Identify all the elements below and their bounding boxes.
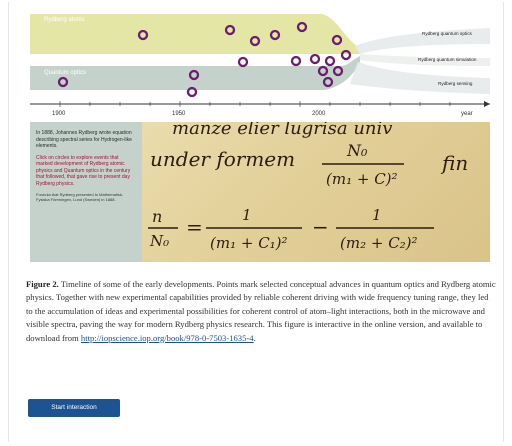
- info-panel: In 1888, Johannes Rydberg wrote equation…: [30, 122, 490, 262]
- rydberg-manuscript-image: manze elier lugrisa univ under formem N₀…: [142, 122, 490, 262]
- start-interaction-button[interactable]: Start interaction: [28, 399, 120, 417]
- instructions-text: Click on circles to explore events that …: [36, 154, 131, 187]
- event-circle[interactable]: [137, 29, 149, 41]
- manuscript-line-2-end: fin: [440, 151, 468, 175]
- frac1-numerator: N₀: [346, 141, 368, 160]
- event-circle[interactable]: [237, 56, 249, 68]
- handwritten-formula: manze elier lugrisa univ under formem N₀…: [148, 122, 468, 252]
- caption-text: Timeline of some of the early developmen…: [26, 279, 496, 343]
- rydberg-sensing-branch: [350, 62, 490, 94]
- rydberg-atoms-band: [30, 14, 360, 54]
- event-circle[interactable]: [296, 21, 308, 33]
- event-circle[interactable]: [269, 29, 281, 41]
- figure-caption: Figure 2. Timeline of some of the early …: [26, 278, 496, 345]
- frac1-denominator: (m₁ + C)²: [326, 170, 398, 188]
- event-circle[interactable]: [249, 35, 261, 47]
- timeline-graphic: Rydberg atoms Quantum optics Rydberg qua…: [30, 14, 490, 117]
- rhs1-denominator: (m₁ + C₁)²: [210, 234, 288, 252]
- formula-credit: Formula that Rydberg presented to Mathem…: [36, 192, 124, 202]
- branch-label-rydberg-sensing: Rydberg sensing: [438, 81, 473, 86]
- manuscript-line-2: under formem: [150, 147, 295, 171]
- event-circle[interactable]: [332, 65, 344, 77]
- rydberg-simulation-branch: [360, 54, 490, 66]
- event-circle[interactable]: [317, 65, 329, 77]
- intro-text: In 1888, Johannes Rydberg wrote equation…: [36, 130, 132, 149]
- quantum-optics-band: [30, 56, 360, 90]
- event-circles[interactable]: [57, 21, 352, 98]
- branch-label-rydberg-quantum-simulation: Rydberg quantum simulation: [418, 57, 477, 62]
- event-circle[interactable]: [188, 69, 200, 81]
- figure-frame: [8, 2, 504, 442]
- event-circle[interactable]: [309, 53, 321, 65]
- rhs2-numerator: 1: [372, 206, 382, 224]
- figure-label: Figure 2.: [26, 279, 59, 289]
- rydberg-quantum-optics-branch: [355, 28, 490, 54]
- axis-tick-2000: 2000: [312, 111, 326, 117]
- event-circle[interactable]: [290, 55, 302, 67]
- minus-sign: −: [312, 215, 329, 239]
- event-circle[interactable]: [224, 24, 236, 36]
- event-circle[interactable]: [57, 76, 69, 88]
- event-circle[interactable]: [340, 49, 352, 61]
- info-text: In 1888, Johannes Rydberg wrote equation…: [36, 130, 136, 207]
- download-link[interactable]: http://iopscience.iop.org/book/978-0-750…: [80, 332, 254, 343]
- axis-end-label: year: [461, 111, 473, 117]
- axis-tick-1950: 1950: [172, 111, 186, 117]
- lhs-numerator: n: [152, 207, 162, 226]
- rhs2-denominator: (m₂ + C₂)²: [340, 234, 418, 252]
- quantum-optics-label: Quantum optics: [44, 70, 86, 76]
- lhs-denominator: N₀: [149, 232, 169, 250]
- caption-end: .: [253, 332, 256, 343]
- axis-arrow-icon: [484, 101, 490, 107]
- rydberg-atoms-label: Rydberg atoms: [44, 17, 85, 23]
- rhs1-numerator: 1: [242, 206, 252, 224]
- event-circle[interactable]: [322, 76, 334, 88]
- event-circle[interactable]: [324, 55, 336, 67]
- manuscript-line-1: manze elier lugrisa univ: [172, 122, 392, 139]
- equals-sign: =: [186, 215, 203, 239]
- event-circle[interactable]: [331, 34, 343, 46]
- axis-tick-1900: 1900: [52, 111, 66, 117]
- event-circle[interactable]: [186, 86, 198, 98]
- branch-label-rydberg-quantum-optics: Rydberg quantum optics: [422, 31, 472, 36]
